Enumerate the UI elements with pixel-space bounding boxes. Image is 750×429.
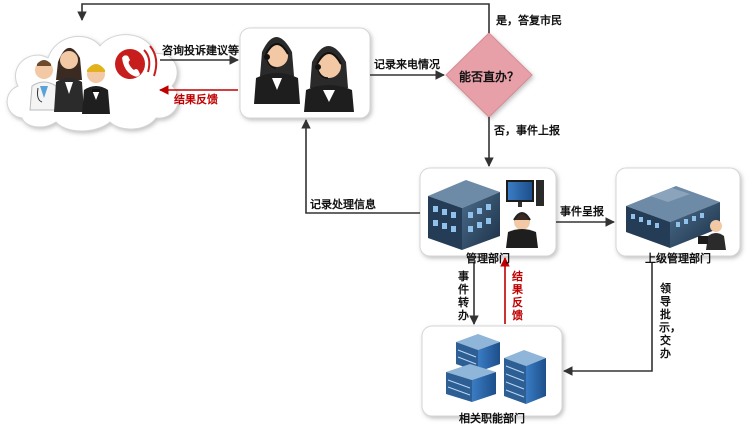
phone-icon	[115, 45, 158, 79]
edge-label-record-call: 记录来电情况	[374, 58, 440, 71]
operator-headset-icon	[254, 37, 300, 104]
edge-label-no-report: 否，事件上报	[494, 124, 560, 137]
edge-yes-reply	[77, 3, 490, 33]
businesswoman-icon	[54, 47, 84, 112]
edge-label-report-up: 事件呈报	[560, 205, 604, 218]
decision-label: 能否直办？	[458, 70, 519, 84]
departments-label: 相关职能部门	[459, 412, 525, 425]
edge-label-inquiry: 咨询投诉建议等	[162, 44, 239, 57]
edge-label-transfer: 事件转办	[458, 270, 469, 322]
edge-label-feedback-to-citizens: 结果反馈	[174, 93, 218, 106]
department-buildings-icon	[446, 334, 546, 404]
superior-label: 上级管理部门	[645, 252, 711, 265]
waiter-person-icon	[82, 64, 110, 114]
edge-label-record-handling: 记录处理信息	[310, 198, 376, 211]
computer-monitor-icon	[506, 180, 544, 207]
government-building-icon	[626, 186, 720, 248]
operator-headset-icon	[304, 46, 354, 112]
office-worker-icon	[698, 220, 726, 250]
edge-record-handling	[301, 119, 420, 214]
edge-label-yes-reply: 是，答复市民	[496, 14, 562, 27]
edge-label-instruct: 领导批示，交办	[659, 282, 681, 360]
office-building-icon	[428, 180, 500, 250]
headset-staff-icon	[506, 212, 538, 248]
doctor-person-icon	[29, 60, 59, 111]
edge-label-feedback-up: 结果反馈	[512, 270, 523, 322]
edge-instruct	[563, 262, 653, 376]
management-label: 管理部门	[466, 252, 510, 265]
